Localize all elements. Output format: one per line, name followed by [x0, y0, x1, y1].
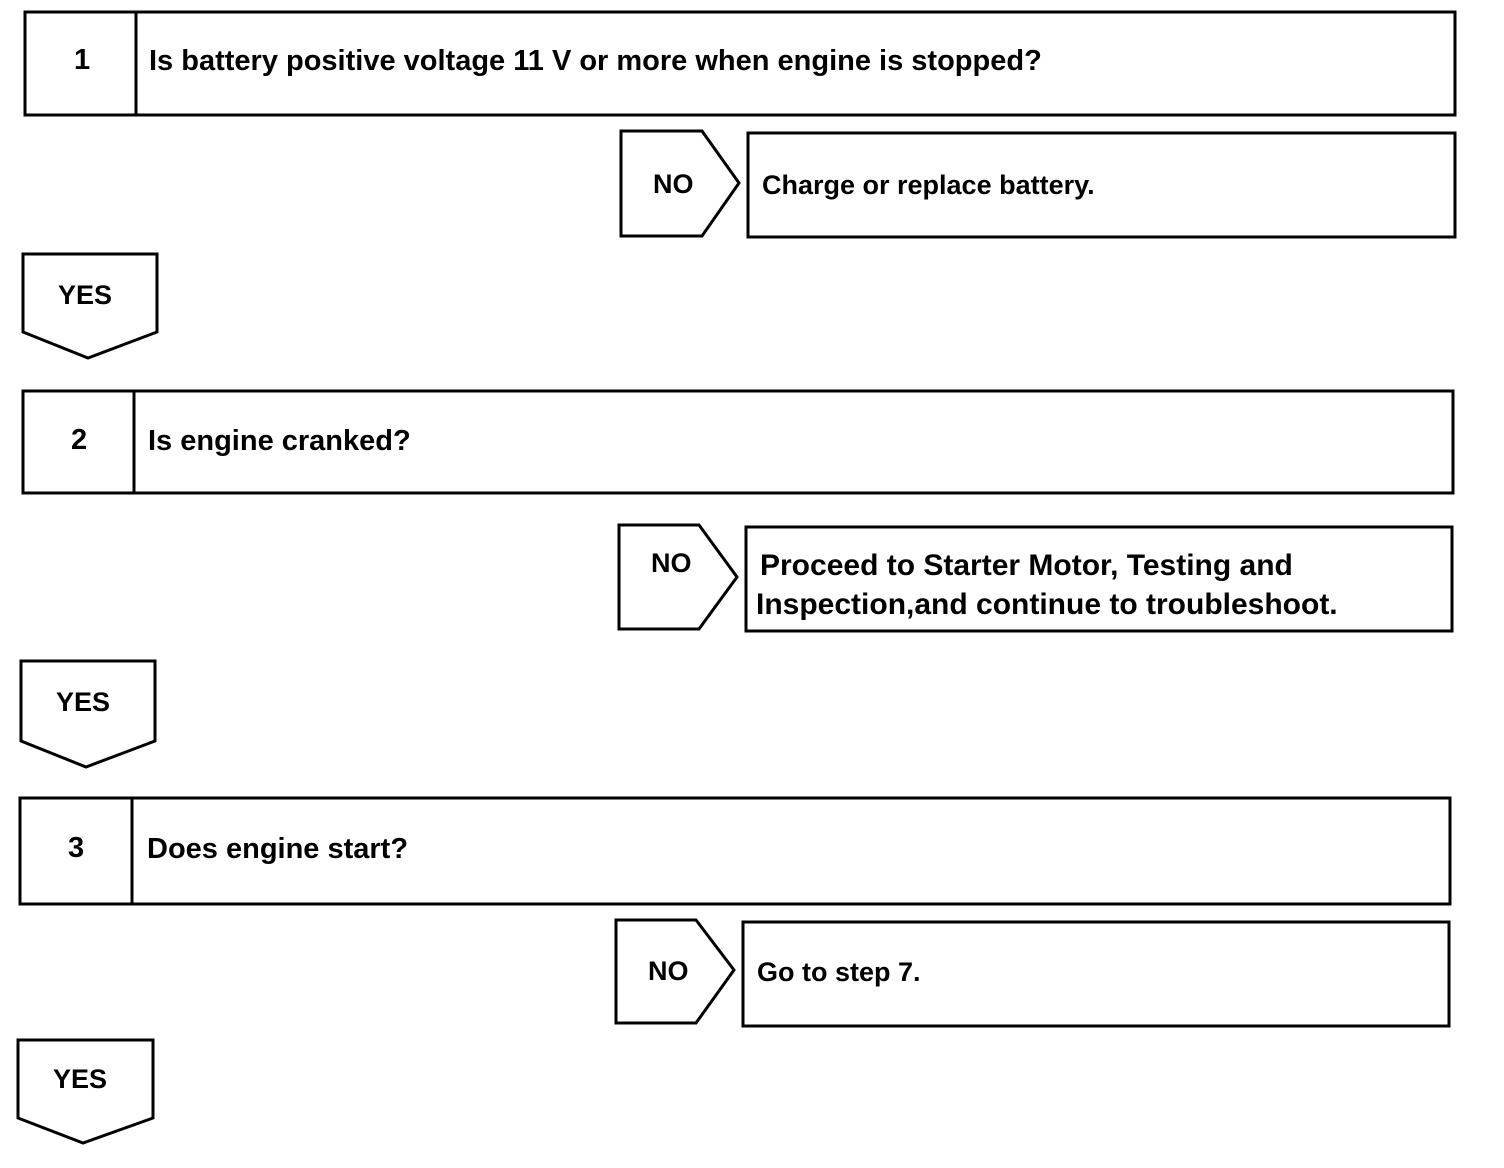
- step-1-no-arrow: [619, 129, 741, 238]
- step-3-number: 3: [68, 832, 85, 864]
- step-2-no-action-line-2: Inspection,and continue to troubleshoot.: [756, 588, 1338, 621]
- step-3-box: [18, 796, 1452, 906]
- step-3-question: Does engine start?: [147, 833, 409, 865]
- step-2-yes-label: YES: [56, 687, 111, 717]
- step-1-no-label: NO: [653, 169, 694, 199]
- step-3-yes-label: YES: [53, 1064, 108, 1094]
- step-3-no-arrow: [614, 918, 736, 1025]
- step-2-no-action-line-1: Proceed to Starter Motor, Testing and: [760, 549, 1293, 582]
- step-1-yes-label: YES: [58, 280, 113, 310]
- step-2-no-action-box: [744, 525, 1454, 633]
- step-1-no-action: Charge or replace battery.: [762, 170, 1095, 200]
- step-1-yes-arrow: [21, 252, 159, 360]
- step-2-no-action: Proceed to Starter Motor, Testing and In…: [756, 546, 1456, 624]
- step-3-no-action: Go to step 7.: [757, 957, 921, 987]
- step-3-yes-arrow: [16, 1038, 155, 1145]
- step-1-number: 1: [74, 44, 91, 76]
- step-3-no-action-box: [741, 920, 1451, 1028]
- step-2-no-label: NO: [651, 548, 692, 578]
- step-2-number: 2: [71, 424, 88, 456]
- step-3-no-label: NO: [648, 956, 689, 986]
- step-1-box: [23, 10, 1457, 117]
- step-1-no-action-box: [746, 131, 1457, 239]
- step-2-box: [21, 389, 1455, 495]
- step-2-question: Is engine cranked?: [148, 425, 411, 457]
- step-2-yes-arrow: [19, 659, 157, 769]
- step-1-question: Is battery positive voltage 11 V or more…: [149, 45, 1042, 77]
- step-2-no-arrow: [617, 523, 739, 631]
